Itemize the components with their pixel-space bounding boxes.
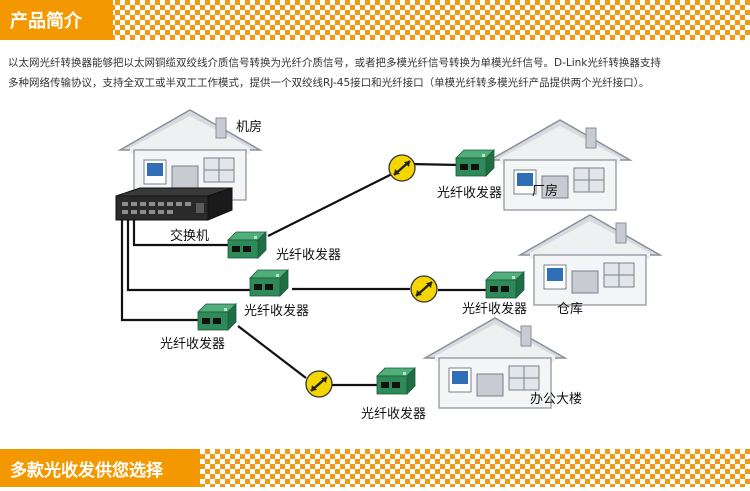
- label-transceiver-2: 光纤收发器: [244, 303, 309, 319]
- house-warehouse: [519, 214, 661, 306]
- label-office: 办公大楼: [530, 392, 582, 407]
- transceiver-device-warehouse: [485, 271, 525, 299]
- label-warehouse: 仓库: [557, 301, 583, 317]
- footer-banner: 多款光收发供您选择: [0, 449, 750, 487]
- intro-text: 以太网光纤转换器能够把以太网铜缆双绞线介质信号转换为光纤介质信号，或者把多模光纤…: [8, 53, 744, 93]
- header-banner: 产品简介: [0, 0, 750, 40]
- intro-line-1: 以太网光纤转换器能够把以太网铜缆双绞线介质信号转换为光纤介质信号，或者把多模光纤…: [8, 57, 661, 69]
- transceiver-device-2: [249, 269, 289, 297]
- transceiver-device-office: [376, 367, 416, 395]
- footer-title: 多款光收发供您选择: [0, 449, 200, 487]
- label-switch: 交换机: [170, 228, 209, 244]
- section-title: 产品简介: [0, 0, 113, 40]
- label-transceiver-factory: 光纤收发器: [437, 185, 502, 201]
- transceiver-device-factory: [455, 149, 495, 177]
- fiber-coupler-warehouse: [409, 274, 439, 304]
- label-transceiver-3: 光纤收发器: [160, 336, 225, 352]
- transceiver-device-1: [227, 231, 267, 259]
- fiber-coupler-factory: [387, 153, 417, 183]
- label-machine-room: 机房: [236, 119, 262, 135]
- switch: [115, 187, 233, 221]
- label-transceiver-office: 光纤收发器: [361, 406, 426, 422]
- connection-lines: [120, 162, 487, 387]
- house-factory: [489, 119, 631, 211]
- fiber-coupler-office: [304, 369, 334, 399]
- label-transceiver-warehouse: 光纤收发器: [462, 301, 527, 317]
- intro-line-2: 多种网络传输协议，支持全双工或半双工工作模式，提供一个双绞线RJ-45接口和光纤…: [8, 77, 650, 89]
- transceiver-device-3: [197, 303, 237, 331]
- label-factory: 厂房: [532, 183, 558, 199]
- label-transceiver-1: 光纤收发器: [276, 247, 341, 263]
